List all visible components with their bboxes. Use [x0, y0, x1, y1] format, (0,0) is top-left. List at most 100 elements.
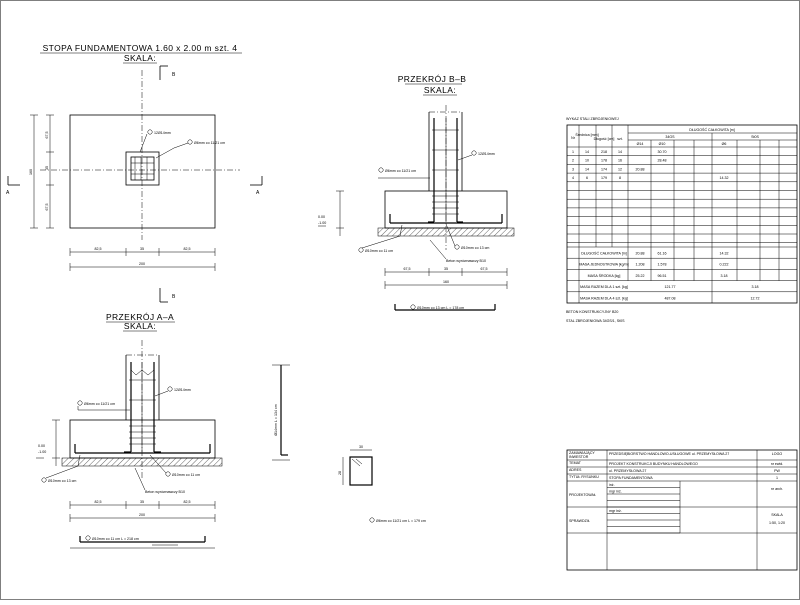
steel-row-value: 20.88: [636, 167, 645, 171]
stirrup-detail: [349, 456, 373, 486]
steel-row-count: 16: [618, 159, 622, 163]
steel-row-nr: 2: [572, 159, 574, 163]
title-block-meta: nr arch.: [771, 487, 783, 491]
steel-summary-label: MASA JEDNOSTKOWA [kg/m]: [579, 263, 628, 267]
title-block-value: PRZEDSIĘBIORSTWO HANDLOWO-USŁUGOWE ul. P…: [609, 452, 729, 456]
title-block-name: mgr inż.: [609, 509, 622, 513]
section-bb-mesh-label: Ø10mm co 13 cm L = 178 cm: [417, 306, 464, 310]
section-aa-dim-3: 82,5: [184, 500, 191, 504]
section-aa-scale: SKALA:: [124, 321, 156, 331]
cut-b-top: B: [172, 72, 176, 78]
title-block-role: SPRAWDZIŁ: [569, 519, 590, 523]
section-aa-dim-total: 200: [139, 513, 145, 517]
title-block-role: PROJEKTOWAŁ: [569, 493, 596, 497]
section-aa-footing: [69, 419, 216, 459]
plan-dim-3: 82,5: [184, 247, 191, 251]
steel-summary-value: 20.88: [636, 252, 645, 256]
title-block-key: TYTUŁ RYSUNKU: [569, 475, 599, 479]
steel-row-length: 178: [601, 159, 607, 163]
steel-row-length: 179: [601, 176, 607, 180]
section-bb-dim-1: 67,5: [404, 267, 411, 271]
plan-bar-label: 12Ø14mm: [154, 131, 171, 135]
title-block-value: ul. PRZEMYSŁOWA 27: [609, 469, 646, 473]
steel-summary-value: 0.222: [720, 263, 729, 267]
steel-summary-value: 25.22: [636, 274, 645, 278]
steel-row-diameter: 6: [586, 176, 588, 180]
steel-summary-value: 12.72: [751, 296, 760, 300]
plan-dim-1: 82,5: [95, 247, 102, 251]
title-block-meta: 1:50, 1:20: [769, 521, 785, 525]
section-bb-scale: SKALA:: [424, 85, 456, 95]
title-block-key: TEMAT: [569, 461, 582, 465]
steel-row-diameter: 14: [585, 167, 589, 171]
steel-summary-label: DŁUGOŚĆ CAŁKOWITA [m]: [581, 251, 626, 256]
steel-row-diameter: 10: [585, 159, 589, 163]
plan-ldim-total: 160: [29, 169, 33, 175]
steel-row-count: 8: [619, 176, 621, 180]
steel-row-nr: 3: [572, 167, 574, 171]
plan-ldim-1: 67,5: [45, 132, 49, 139]
section-aa-elev-top: 0.00: [38, 444, 45, 448]
section-bb-bars-label: 12Ø14mm: [478, 152, 495, 156]
section-bb-concrete: Beton wyrównawczy B10: [446, 259, 486, 263]
plan-dim-2: 35: [140, 247, 144, 251]
title-block-value: PROJEKT KONSTRUKCJI BUDYNKU HANDLOWEGO: [609, 462, 698, 466]
th-steel-b: St0S: [751, 135, 759, 139]
steel-summary-label: MASA RAZEM DLA 4 szt. [kg]: [580, 296, 628, 300]
steel-summary-value: 3.18: [721, 274, 728, 278]
cut-a-right: A: [256, 190, 260, 196]
plan-scale: SKALA:: [124, 53, 156, 63]
plan-dim-total: 200: [139, 262, 145, 266]
title-block-right: nr ewid.: [771, 462, 784, 466]
steel-summary-label: MASA ŚRODKA [kg]: [588, 273, 621, 278]
section-aa-concrete: Beton wyrównawczy B10: [145, 490, 185, 494]
title-block-right: PW: [774, 469, 780, 473]
section-aa-lean-concrete: [61, 457, 223, 467]
th-d14: Ø14: [637, 142, 644, 146]
section-aa-mesh-label: Ø10mm co 11 cm L = 218 cm: [92, 537, 139, 541]
steel-summary-value: 3.18: [752, 285, 759, 289]
steel-summary-label: MASA RAZEM DLA 1 szt. [kg]: [580, 285, 628, 289]
section-bb-elev-top: 0.00: [318, 215, 325, 219]
section-aa-elev-bottom: -1.00: [38, 450, 46, 454]
steel-summary-value: 1.208: [636, 263, 645, 267]
section-aa-bottom-left: Ø10mm co 13 cm: [48, 479, 76, 483]
section-bb-stirrup-label: Ø6mm co 11/21 cm: [385, 169, 416, 173]
th-srednica: Średnica [mm]: [575, 132, 598, 137]
th-d6: Ø6: [722, 142, 727, 146]
stirrup-dim-w: 30: [359, 445, 363, 449]
section-aa-stirrup-label: Ø6mm co 11/21 cm: [84, 402, 115, 406]
stirrup-label: Ø6mm co 11/21 cm L = 179 cm: [376, 519, 426, 523]
section-bb-title: PRZEKRÓJ B–B: [398, 74, 467, 84]
section-bb-bottom-left: Ø10mm co 11 cm: [365, 249, 393, 253]
steel-row-nr: 1: [572, 150, 574, 154]
stirrup-dim-h: 28: [338, 471, 342, 475]
cut-a-left: A: [6, 190, 10, 196]
cut-b-bottom: B: [172, 294, 176, 300]
section-bb-view: PRZEKRÓJ B–B SKALA: 12Ø14mm Ø6mm: [318, 74, 515, 311]
th-steel-a: 34GS: [665, 135, 675, 139]
title-block-right: 1: [776, 476, 778, 480]
steel-summary-value: 96.51: [658, 274, 667, 278]
th-d10: Ø10: [659, 142, 666, 146]
plan-title: STOPA FUNDAMENTOWA 1.60 x 2.00 m szt. 4: [43, 43, 238, 53]
th-szt: szt.: [617, 137, 623, 141]
plan-view: STOPA FUNDAMENTOWA 1.60 x 2.00 m szt. 4 …: [6, 43, 263, 303]
title-block-name: mgr inż.: [609, 490, 622, 494]
section-bb-elev-bottom: -1.00: [318, 221, 326, 225]
plan-stirrup-label: Ø6mm co 11/21 cm: [194, 141, 225, 145]
plan-ldim-3: 67,5: [45, 204, 49, 211]
bar-3-label: Ø14mm L = 134 cm: [274, 404, 278, 436]
title-block-right: LOGO: [772, 452, 783, 456]
section-bb-dim-total: 160: [443, 280, 449, 284]
steel-summary-value: 1.578: [658, 263, 667, 267]
column-outline: [125, 151, 160, 186]
steel-row-length: 174: [601, 167, 607, 171]
section-aa-dim-1: 82,5: [95, 500, 102, 504]
title-block-key: INWESTOR: [569, 455, 589, 459]
th-dlugosc: Długość [cm]: [594, 137, 615, 141]
